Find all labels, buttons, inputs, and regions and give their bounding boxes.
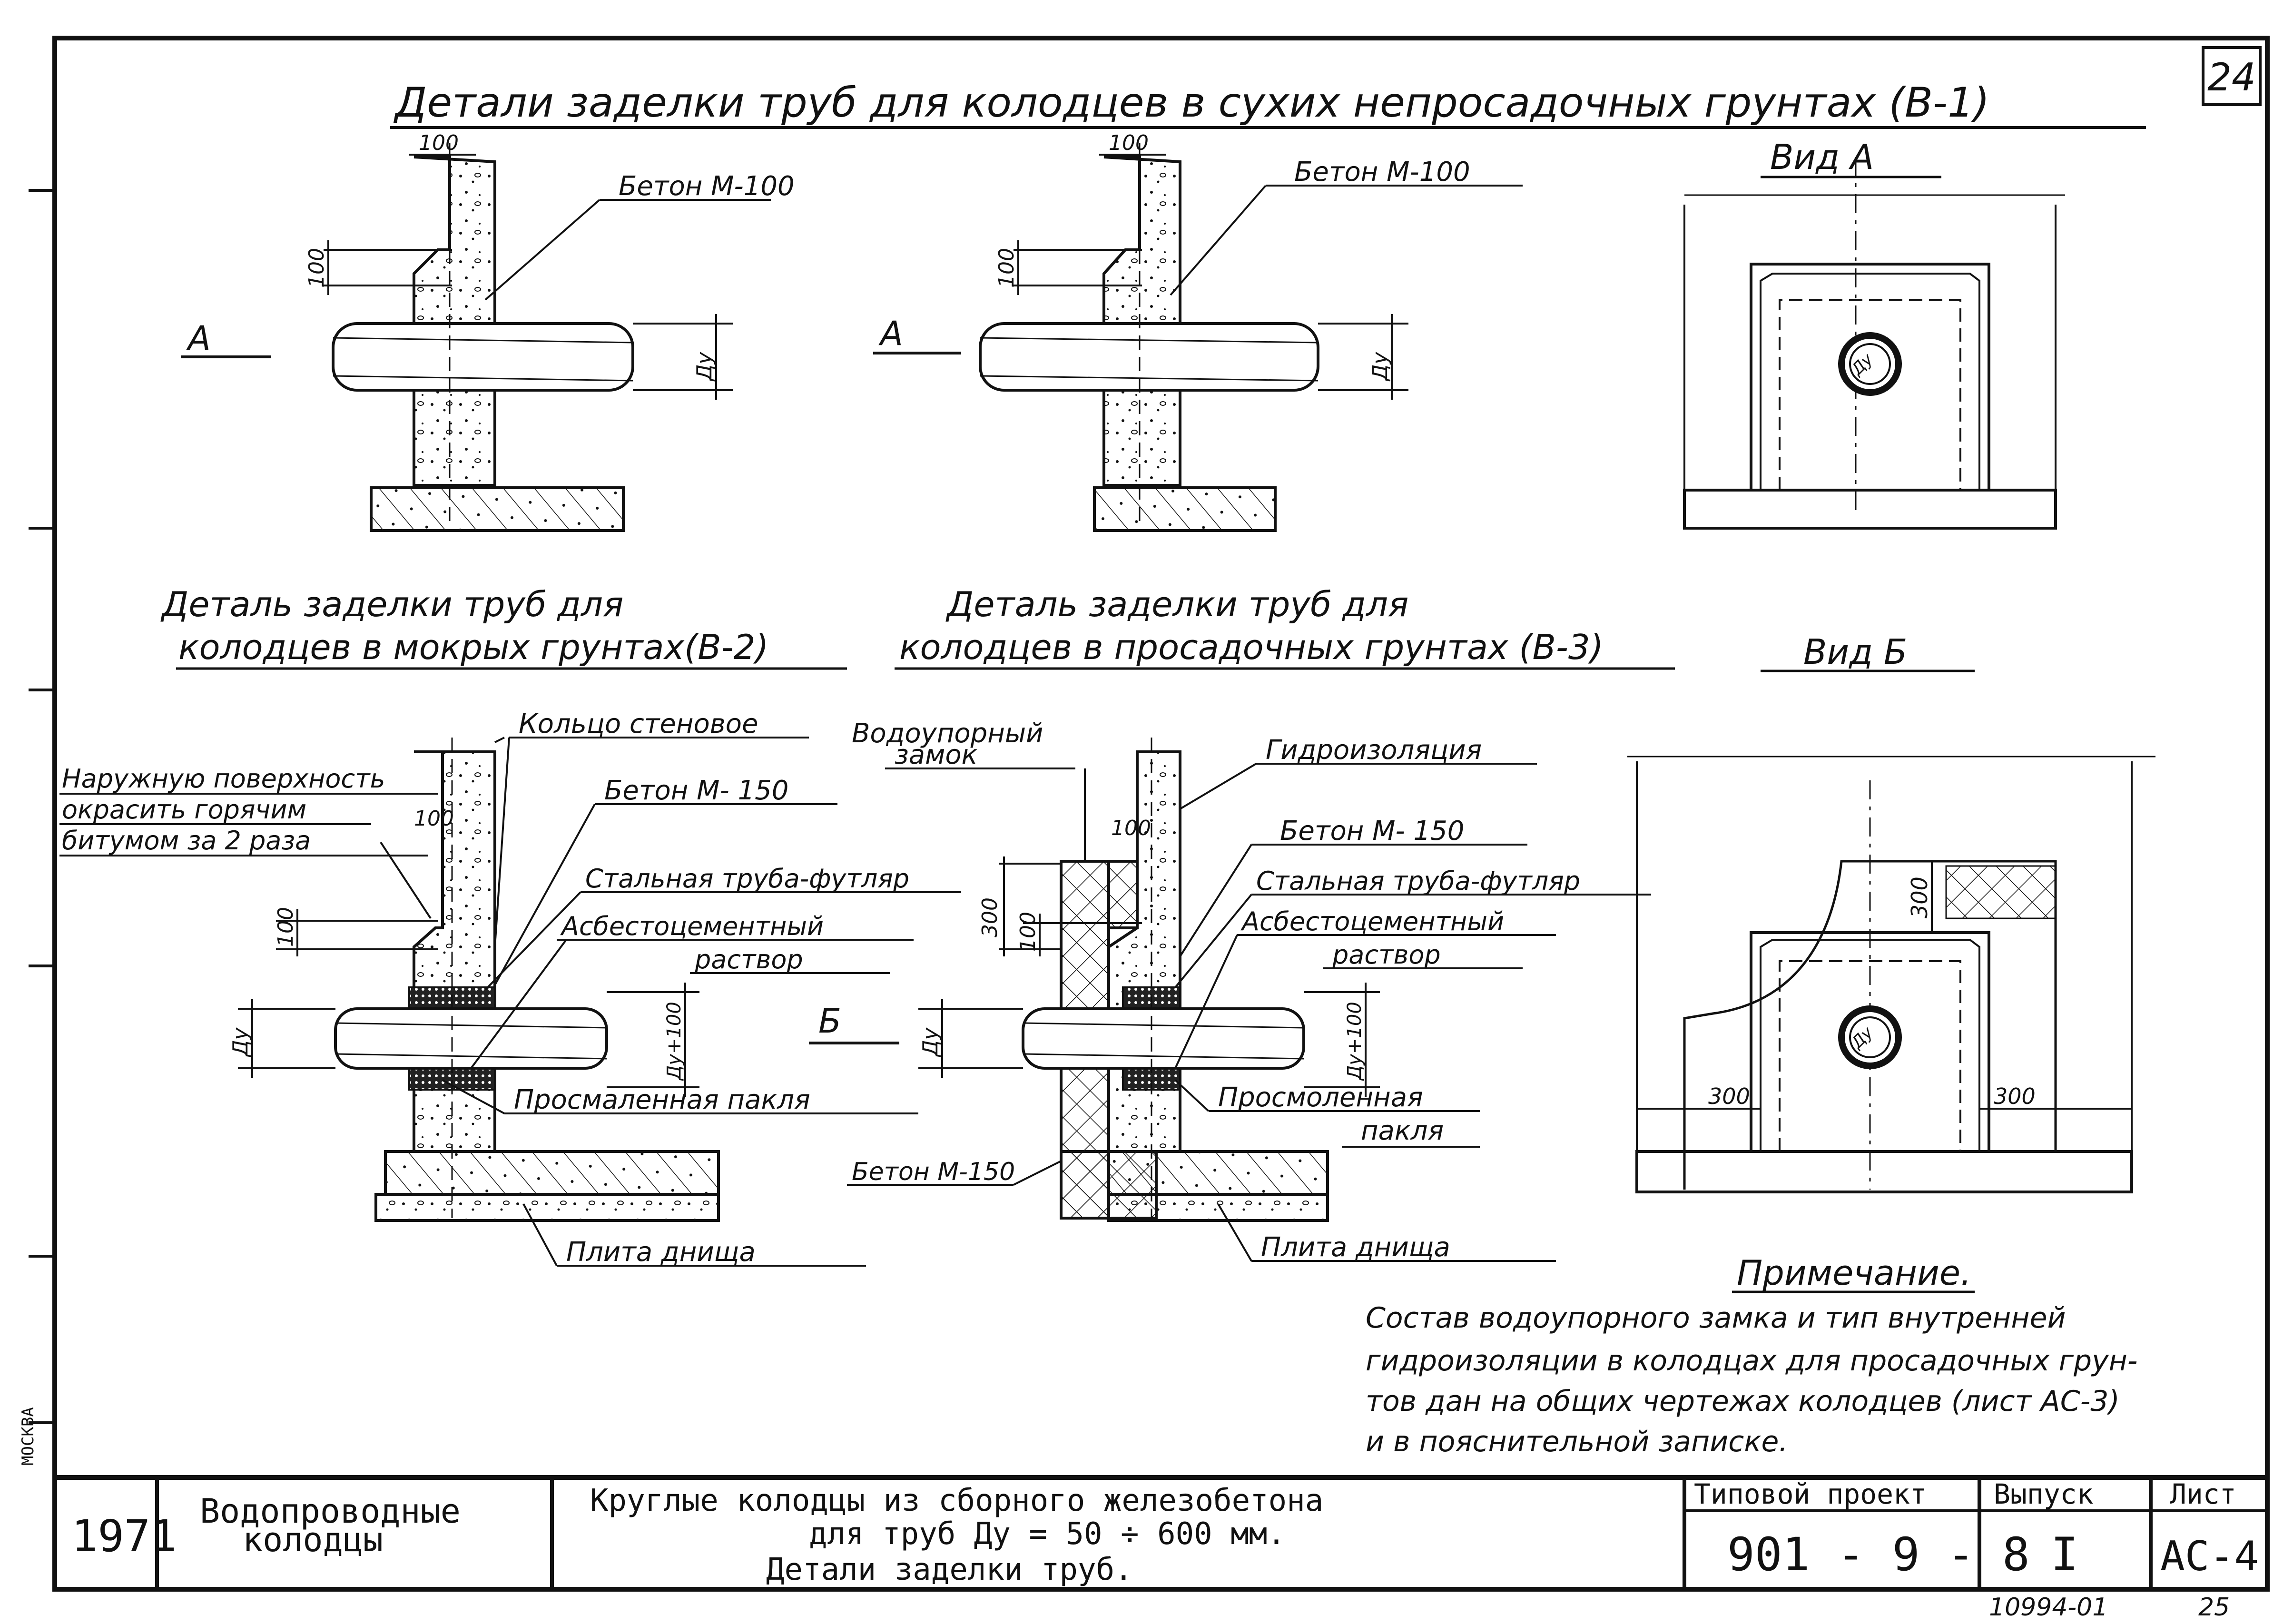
tb-project-value: 901 - 9 - 8 [1727,1528,2030,1581]
note-line-2: гидроизоляции в колодцах для просадочных… [1366,1344,2137,1378]
detail-b1-left: 100 100 Ду А Бетон М-100 [181,131,795,532]
b3-title-line2: колодцев в просадочных грунтах (В-3) [899,627,1604,667]
arrow-a-label-2: А [878,314,903,353]
dim-300-b3: 300 [978,897,1002,937]
dim-100-b3-top: 100 [1111,816,1151,840]
side-city-label: МОСКВА [19,1407,38,1466]
beton-m150-label-b3-bottom: Бетон М-150 [852,1158,1015,1186]
beton-m150-label: Бетон М- 150 [604,775,788,806]
note-line-4: и в пояснительной записке. [1366,1425,1788,1458]
tb-desc-2: для труб Ду = 50 ÷ 600 мм. [809,1516,1286,1552]
dim-dy-2: Ду [1368,352,1392,382]
dim-dy: Ду [692,352,717,382]
tb-issue-value: I [2051,1528,2078,1581]
beton-m150-label-b3: Бетон М- 150 [1280,816,1464,846]
detail-b2: Кольцо стеновое 100 100 Ду Ду+100 Наружн… [59,709,961,1268]
dim-dy100-b2: Ду+100 [663,1002,685,1081]
detail-b3: Водоупорный замок Гидроизоляция 100 300 … [809,718,1651,1263]
view-b-dim-300-right: 300 [1994,1083,2036,1109]
b2-title-line2: колодцев в мокрых грунтах(В-2) [178,627,769,667]
sheet-number-box: 24 [2202,46,2262,106]
b3-title-line1: Деталь заделки труб для [945,584,1408,624]
asbestos-label-b3-2: раствор [1332,940,1441,970]
steel-sleeve-label-b3: Стальная труба-футляр [1256,866,1580,896]
outer-surface-1: Наружную поверхность [62,764,385,794]
water-lock-1: Водоупорный [852,718,1043,749]
view-b-drawing: Ду 300 300 300 [1627,756,2155,1193]
dim-100-b2-top: 100 [414,807,454,831]
note-line-3: тов дан на общих чертежах колодцев (лист… [1366,1385,2120,1418]
note-block: Примечание. Состав водоупорного замка и … [1366,1253,2137,1458]
waterproofing-label: Гидроизоляция [1266,735,1482,766]
dim-100-top-2: 100 [1109,131,1149,155]
dim-100-top: 100 [419,131,459,155]
tb-desc-1: Круглые колодцы из сборного железобетона [590,1483,1323,1518]
tb-subject-1: Водопроводные [200,1492,461,1531]
beton-m100-label-2: Бетон М-100 [1294,157,1470,187]
tb-subject-2: колодцы [243,1520,383,1559]
dim-100-b2-side: 100 [274,907,298,947]
dim-100-side: 100 [305,248,329,288]
tow-label-b3-2: пакля [1361,1115,1444,1146]
dim-dy-b2: Ду [228,1027,253,1057]
tb-year: 1971 [71,1511,177,1562]
dim-dy-b3: Ду [918,1027,943,1057]
asbestos-label-b3-1: Асбестоцементный [1240,906,1504,936]
doc-number: 10994-01 [1989,1593,2108,1622]
title-block: 1971 Водопроводные колодцы Круглые колод… [71,1477,2267,1589]
water-lock-2: замок [895,739,978,770]
bottom-slab-label-b3: Плита днища [1261,1232,1450,1263]
main-title: Детали заделки труб для колодцев в сухих… [393,79,1989,127]
dim-dy100-b3: Ду+100 [1344,1002,1366,1081]
dim-100-b3-side: 100 [1016,912,1040,952]
note-line-1: Состав водоупорного замка и тип внутренн… [1366,1301,2066,1335]
tb-sheet-value: АС-4 [2160,1533,2259,1580]
tb-project-label: Типовой проект [1694,1478,1927,1510]
outer-surface-3: битумом за 2 раза [62,826,311,856]
tb-issue-label: Выпуск [1994,1478,2094,1510]
asbestos-label-1: Асбестоцементный [560,911,824,941]
view-b-dim-300-top: 300 [1907,876,1932,918]
arrow-b-label: Б [818,1002,841,1041]
steel-sleeve-label: Стальная труба-футляр [585,864,909,894]
view-a-drawing: Ду [1683,157,2065,530]
bottom-slab-label: Плита днища [566,1237,756,1268]
ring-label: Кольцо стеновое [519,709,758,739]
tb-desc-3: Детали заделки труб. [766,1552,1133,1587]
tow-label-b3-1: Просмоленная [1218,1082,1423,1113]
arrow-a-label: А [186,319,211,358]
tow-label: Просмаленная пакля [514,1084,810,1115]
detail-b1-middle: 100 100 Ду А Бетон М-100 [873,131,1523,532]
dim-100-side-2: 100 [994,248,1019,288]
sheet-number: 24 [2207,55,2256,99]
note-title: Примечание. [1737,1253,1971,1293]
outer-surface-2: окрасить горячим [62,795,306,825]
b2-title-line1: Деталь заделки труб для [160,584,623,624]
sheet-frame [29,36,2270,1592]
view-b-title: Вид Б [1803,632,1907,672]
asbestos-label-2: раствор [694,945,803,974]
footer-page: 25 [2198,1593,2230,1622]
tb-sheet-label: Лист [2170,1478,2236,1510]
view-a-title: Вид А [1770,137,1874,177]
view-b-dim-300-left: 300 [1708,1083,1750,1109]
beton-m100-label: Бетон М-100 [619,171,795,202]
